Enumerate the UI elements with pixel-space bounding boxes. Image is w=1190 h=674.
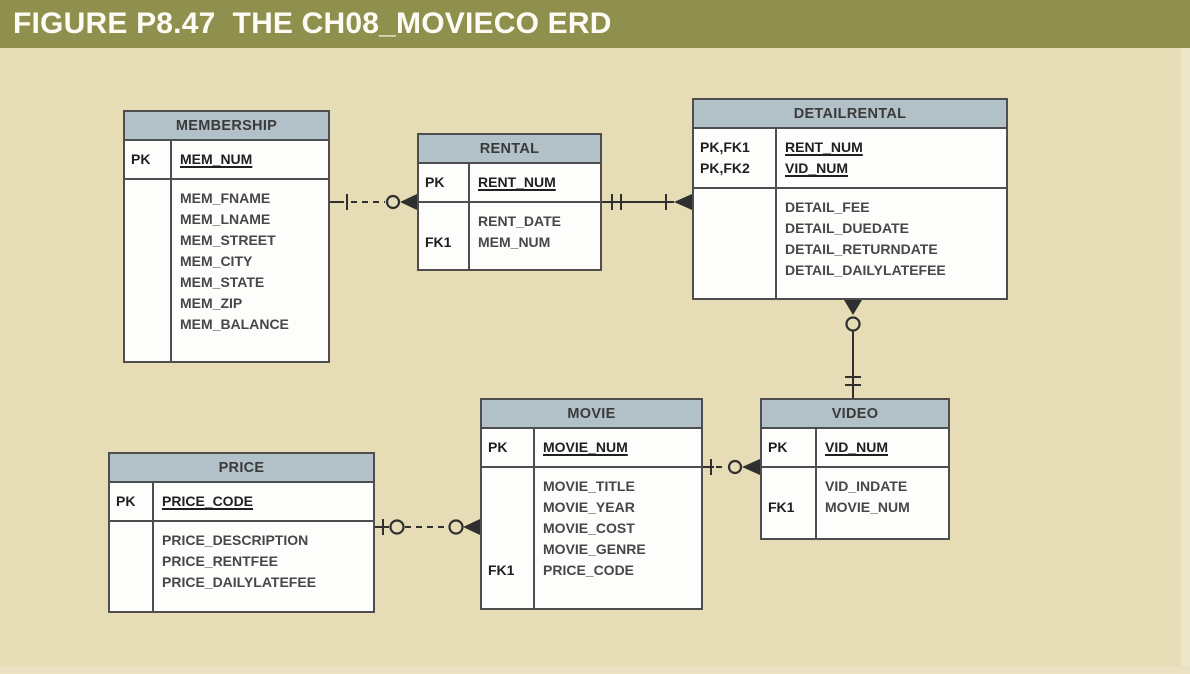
attribute: MOVIE_GENRE bbox=[543, 541, 646, 557]
page-edge-right bbox=[1181, 48, 1190, 674]
key-label bbox=[131, 209, 165, 230]
attribute: PRICE_DAILYLATEFEE bbox=[162, 574, 317, 590]
attribute: MEM_LNAME bbox=[180, 211, 271, 227]
entity-membership-title: MEMBERSHIP bbox=[125, 112, 328, 141]
key-label bbox=[116, 572, 147, 593]
entity-rental-pk-section: PK RENT_NUM bbox=[419, 164, 600, 203]
pk-attribute: RENT_NUM bbox=[785, 139, 863, 155]
entity-movie: MOVIE PK MOVIE_NUM FK1 MOVIE_TITLE MOVIE… bbox=[480, 398, 703, 610]
key-label bbox=[488, 497, 528, 518]
pk-attribute: MOVIE_NUM bbox=[543, 439, 628, 455]
pk-attribute: RENT_NUM bbox=[478, 174, 556, 190]
key-label bbox=[116, 530, 147, 551]
attribute: MEM_ZIP bbox=[180, 295, 243, 311]
key-label bbox=[488, 539, 528, 560]
key-label: PK bbox=[425, 174, 445, 190]
entity-membership-pk-section: PK MEM_NUM bbox=[125, 141, 328, 180]
key-label bbox=[131, 188, 165, 209]
attribute: MOVIE_COST bbox=[543, 520, 635, 536]
entity-price: PRICE PK PRICE_CODE PRICE_DESCRIPTION PR… bbox=[108, 452, 375, 613]
attribute: MOVIE_YEAR bbox=[543, 499, 635, 515]
entity-movie-attr-section: FK1 MOVIE_TITLE MOVIE_YEAR MOVIE_COST MO… bbox=[482, 468, 701, 608]
entity-video-title: VIDEO bbox=[762, 400, 948, 429]
key-label bbox=[700, 197, 770, 218]
key-label bbox=[131, 251, 165, 272]
key-label: PK,FK2 bbox=[700, 160, 750, 176]
entity-video-attr-section: FK1 VID_INDATE MOVIE_NUM bbox=[762, 468, 948, 538]
entity-detailrental: DETAILRENTAL PK,FK1 PK,FK2 RENT_NUM VID_… bbox=[692, 98, 1008, 300]
attribute: DETAIL_DAILYLATEFEE bbox=[785, 262, 946, 278]
entity-price-pk-section: PK PRICE_CODE bbox=[110, 483, 373, 522]
entity-detailrental-attr-section: DETAIL_FEE DETAIL_DUEDATE DETAIL_RETURND… bbox=[694, 189, 1006, 298]
key-label bbox=[131, 272, 165, 293]
entity-rental: RENTAL PK RENT_NUM FK1 RENT_DATE MEM_NUM bbox=[417, 133, 602, 271]
attribute: VID_INDATE bbox=[825, 478, 908, 494]
attribute: PRICE_RENTFEE bbox=[162, 553, 278, 569]
key-label bbox=[488, 476, 528, 497]
entity-price-title: PRICE bbox=[110, 454, 373, 483]
pk-attribute: MEM_NUM bbox=[180, 151, 253, 167]
key-label: PK bbox=[131, 151, 151, 167]
attribute: MEM_FNAME bbox=[180, 190, 271, 206]
key-label: PK bbox=[116, 493, 136, 509]
page-edge-bottom bbox=[0, 666, 1190, 674]
key-label bbox=[116, 551, 147, 572]
attribute: MEM_BALANCE bbox=[180, 316, 289, 332]
key-label bbox=[131, 314, 165, 335]
attribute: MEM_STREET bbox=[180, 232, 276, 248]
key-label: PK bbox=[768, 439, 788, 455]
key-label: FK1 bbox=[425, 234, 452, 250]
entity-movie-pk-section: PK MOVIE_NUM bbox=[482, 429, 701, 468]
key-label bbox=[488, 518, 528, 539]
figure-title: FIGURE P8.47 THE CH08_MOVIECO ERD bbox=[13, 7, 612, 40]
entity-movie-title: MOVIE bbox=[482, 400, 701, 429]
connector-detailrental-video bbox=[844, 300, 862, 398]
pk-attribute: VID_NUM bbox=[785, 160, 849, 176]
entity-video: VIDEO PK VID_NUM FK1 VID_INDATE MOVIE_NU… bbox=[760, 398, 950, 540]
key-label bbox=[700, 260, 770, 281]
entity-membership-attr-section: MEM_FNAME MEM_LNAME MEM_STREET MEM_CITY … bbox=[125, 180, 328, 361]
erd-canvas: MEMBERSHIP PK MEM_NUM MEM_FNAME MEM_LNAM… bbox=[0, 48, 1190, 674]
connector-membership-rental bbox=[330, 194, 417, 210]
attribute: MEM_NUM bbox=[478, 234, 551, 250]
attribute: MEM_STATE bbox=[180, 274, 265, 290]
connector-price-movie bbox=[375, 519, 480, 535]
entity-price-attr-section: PRICE_DESCRIPTION PRICE_RENTFEE PRICE_DA… bbox=[110, 522, 373, 611]
entity-rental-attr-section: FK1 RENT_DATE MEM_NUM bbox=[419, 203, 600, 269]
entity-detailrental-pk-section: PK,FK1 PK,FK2 RENT_NUM VID_NUM bbox=[694, 129, 1006, 189]
key-label: FK1 bbox=[488, 562, 515, 578]
entity-detailrental-title: DETAILRENTAL bbox=[694, 100, 1006, 129]
key-label: FK1 bbox=[768, 499, 795, 515]
attribute: DETAIL_RETURNDATE bbox=[785, 241, 938, 257]
entity-membership: MEMBERSHIP PK MEM_NUM MEM_FNAME MEM_LNAM… bbox=[123, 110, 330, 363]
attribute: MOVIE_TITLE bbox=[543, 478, 635, 494]
key-label: PK bbox=[488, 439, 508, 455]
attribute: MOVIE_NUM bbox=[825, 499, 910, 515]
attribute: DETAIL_DUEDATE bbox=[785, 220, 909, 236]
attribute: PRICE_DESCRIPTION bbox=[162, 532, 309, 548]
key-label bbox=[768, 476, 810, 497]
connector-movie-video bbox=[703, 459, 760, 475]
attribute: RENT_DATE bbox=[478, 213, 561, 229]
entity-video-pk-section: PK VID_NUM bbox=[762, 429, 948, 468]
pk-attribute: VID_NUM bbox=[825, 439, 889, 455]
key-label bbox=[700, 218, 770, 239]
connector-rental-detailrental bbox=[602, 194, 692, 210]
attribute: DETAIL_FEE bbox=[785, 199, 870, 215]
figure-title-bar: FIGURE P8.47 THE CH08_MOVIECO ERD bbox=[0, 0, 1190, 48]
attribute: PRICE_CODE bbox=[543, 562, 635, 578]
entity-rental-title: RENTAL bbox=[419, 135, 600, 164]
key-label: PK,FK1 bbox=[700, 139, 750, 155]
key-label bbox=[425, 211, 463, 232]
pk-attribute: PRICE_CODE bbox=[162, 493, 254, 509]
attribute: MEM_CITY bbox=[180, 253, 253, 269]
key-label bbox=[700, 239, 770, 260]
key-label bbox=[131, 230, 165, 251]
key-label bbox=[131, 293, 165, 314]
